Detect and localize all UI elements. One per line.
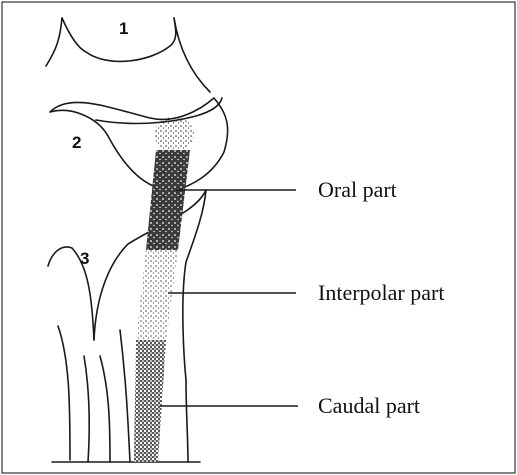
interpolar-part-label: Interpolar part [318,280,444,305]
principal-sensory-nucleus [154,117,194,151]
oral-part-region [146,150,190,250]
midbrain-right-contour [174,18,210,92]
spinal-line-2 [84,356,89,462]
caudal-part-region [134,340,166,462]
spinal-line-5 [186,380,188,462]
spinal-right-contour [183,190,206,380]
midbrain-left-contour [46,18,62,66]
caudal-part-label: Caudal part [318,393,420,418]
spinal-line-1 [58,326,70,460]
spinal-line-3 [100,356,110,462]
region-number-2: 2 [72,133,81,152]
interpolar-part-region [136,250,178,340]
oral-part-label: Oral part [318,177,397,202]
spinal-line-4 [120,330,130,462]
region-number-3: 3 [80,249,89,268]
region-number-1: 1 [119,19,128,38]
